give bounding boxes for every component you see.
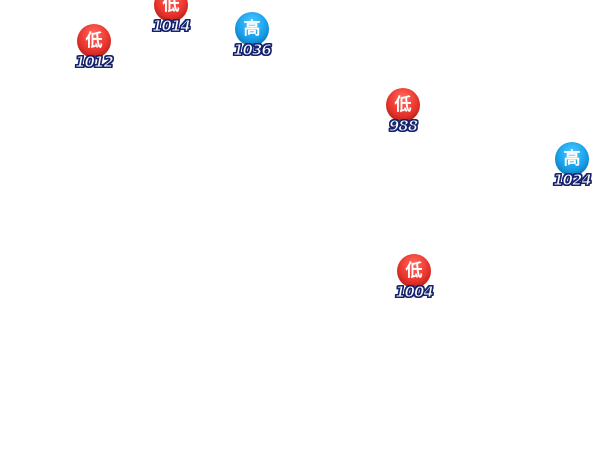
- pressure-value-label: 1036: [233, 41, 273, 59]
- pressure-value-label: 1014: [152, 17, 192, 35]
- low-pressure-marker[interactable]: 低 1012: [68, 24, 120, 74]
- low-pressure-icon: 低: [77, 24, 111, 58]
- pressure-value-label: 1012: [75, 53, 115, 71]
- low-pressure-icon: 低: [154, 0, 188, 22]
- high-pressure-icon: 高: [555, 142, 589, 176]
- high-pressure-marker[interactable]: 高 1036: [226, 12, 278, 62]
- low-pressure-icon: 低: [386, 88, 420, 122]
- high-pressure-icon: 高: [235, 12, 269, 46]
- low-pressure-marker[interactable]: 低 1014: [145, 0, 197, 38]
- low-pressure-marker[interactable]: 低 1004: [388, 254, 440, 304]
- pressure-value-label: 1024: [553, 171, 593, 189]
- pressure-value-label: 1004: [395, 283, 435, 301]
- pressure-value-label: 988: [388, 117, 418, 135]
- high-pressure-marker[interactable]: 高 1024: [546, 142, 598, 192]
- low-pressure-marker[interactable]: 低 988: [377, 88, 429, 138]
- low-pressure-icon: 低: [397, 254, 431, 288]
